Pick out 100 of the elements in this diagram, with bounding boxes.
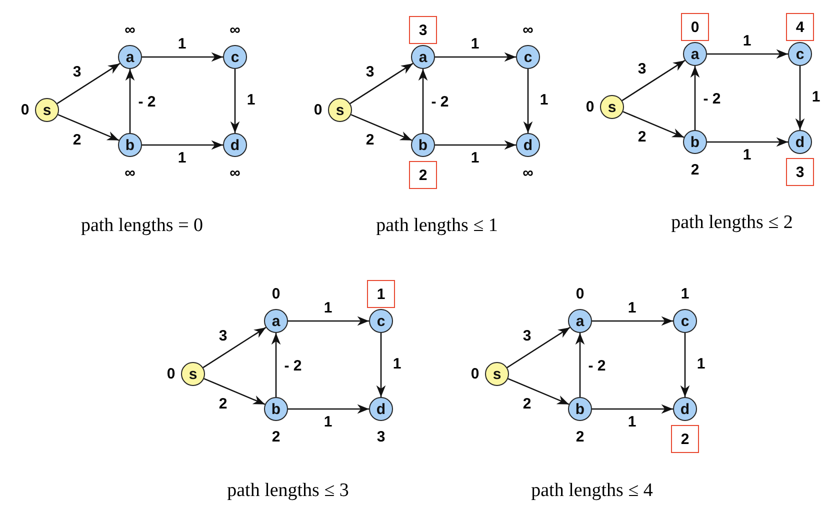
arrow xyxy=(418,69,428,133)
edge-label: 1 xyxy=(742,32,752,50)
arrow xyxy=(508,378,570,405)
vertex-circle: c xyxy=(673,309,697,333)
arrow xyxy=(435,52,516,62)
arrow xyxy=(142,140,223,150)
distance-label: 0 xyxy=(586,98,594,116)
vertex-circle: b xyxy=(411,133,435,157)
caption: path lengths ≤ 3 xyxy=(227,480,349,502)
arrow xyxy=(622,60,686,102)
distance-label: ∞ xyxy=(124,164,136,182)
edge-label: - 2 xyxy=(284,358,302,374)
edge-label: 1 xyxy=(246,92,256,108)
edge-label: 1 xyxy=(812,88,820,106)
vertex-circle: d xyxy=(223,133,247,157)
arrow xyxy=(125,69,135,133)
edge-label: 2 xyxy=(638,128,646,146)
edge-label: 1 xyxy=(178,150,186,166)
edge-label: 1 xyxy=(540,92,548,108)
arrow xyxy=(506,326,570,368)
edge-label: 2 xyxy=(366,132,374,148)
arrow xyxy=(592,404,673,414)
distance-label: 0 xyxy=(314,102,322,118)
vertex-circle: d xyxy=(516,133,540,157)
caption: path lengths ≤ 1 xyxy=(376,215,498,237)
edge-label: - 2 xyxy=(703,90,721,108)
distance-value: 0 xyxy=(681,13,709,41)
arrow xyxy=(350,62,414,104)
arrow xyxy=(707,137,788,147)
edge-label: 3 xyxy=(218,328,228,344)
arrow xyxy=(230,69,240,133)
distance-label: 0 xyxy=(576,286,584,302)
edge-label: 1 xyxy=(628,300,636,316)
vertex-circle: c xyxy=(516,45,540,69)
edge-label: 3 xyxy=(638,60,646,78)
distance-label: 0 xyxy=(470,366,480,382)
distance-label: ∞ xyxy=(522,22,534,38)
vertex-circle: c xyxy=(223,45,247,69)
distance-label: ∞ xyxy=(230,164,240,182)
distance-label: 2 xyxy=(690,162,700,178)
arrow xyxy=(376,333,386,397)
vertex-circle: b xyxy=(118,133,142,157)
vertex-circle: b xyxy=(568,397,592,421)
arrow xyxy=(271,333,281,397)
edge-label: - 2 xyxy=(138,94,156,110)
distance-label: 3 xyxy=(376,428,386,446)
vertex-circle: d xyxy=(673,397,697,421)
arrow xyxy=(202,326,266,368)
arrow xyxy=(690,66,700,130)
vertex-circle: b xyxy=(264,397,288,421)
distance-label: 2 xyxy=(272,428,280,446)
vertex-circle: s xyxy=(328,98,352,122)
arrow xyxy=(707,49,788,59)
edge-label: 1 xyxy=(470,36,480,52)
edge-label: 1 xyxy=(470,150,480,166)
arrow xyxy=(622,111,684,138)
distance-label: 0 xyxy=(272,286,280,302)
edge-label: - 2 xyxy=(431,94,449,110)
edge-label: 1 xyxy=(178,36,186,52)
arrow xyxy=(592,316,673,326)
edge-label: 1 xyxy=(628,414,636,430)
vertex-circle: d xyxy=(369,397,393,421)
vertex-circle: s xyxy=(35,98,59,122)
edge-label: 3 xyxy=(72,64,82,80)
distance-label: 1 xyxy=(680,286,690,302)
edge-label: 1 xyxy=(742,146,752,164)
distance-label: 2 xyxy=(576,428,584,446)
edge-label: 3 xyxy=(522,328,532,344)
distance-label: ∞ xyxy=(230,22,240,38)
distance-label: ∞ xyxy=(522,164,534,182)
vertex-circle: b xyxy=(683,130,707,154)
arrow xyxy=(288,316,369,326)
edge-label: 1 xyxy=(696,356,706,372)
distance-value: 2 xyxy=(409,161,437,189)
arrow xyxy=(288,404,369,414)
vertex-circle: s xyxy=(600,95,624,119)
edge-label: 2 xyxy=(218,396,228,412)
vertex-circle: a xyxy=(411,45,435,69)
arrow xyxy=(350,114,412,141)
caption: path lengths ≤ 2 xyxy=(671,212,793,234)
distance-label: 0 xyxy=(166,366,176,382)
vertex-circle: c xyxy=(369,309,393,333)
distance-value: 1 xyxy=(367,280,395,308)
edge-label: 2 xyxy=(72,132,82,148)
vertex-circle: a xyxy=(683,42,707,66)
distance-value: 4 xyxy=(786,13,814,41)
vertex-circle: s xyxy=(181,362,205,386)
caption: path lengths ≤ 4 xyxy=(531,480,653,502)
vertex-circle: s xyxy=(485,362,509,386)
distance-value: 3 xyxy=(786,158,814,186)
vertex-circle: c xyxy=(788,42,812,66)
arrow xyxy=(58,114,120,141)
distance-label: ∞ xyxy=(124,22,136,38)
vertex-circle: d xyxy=(788,130,812,154)
arrow xyxy=(142,52,223,62)
arrow xyxy=(435,140,516,150)
edge-label: - 2 xyxy=(588,358,606,374)
edge-label: 1 xyxy=(392,356,402,372)
edge-label: 1 xyxy=(324,300,332,316)
arrow xyxy=(56,62,120,104)
